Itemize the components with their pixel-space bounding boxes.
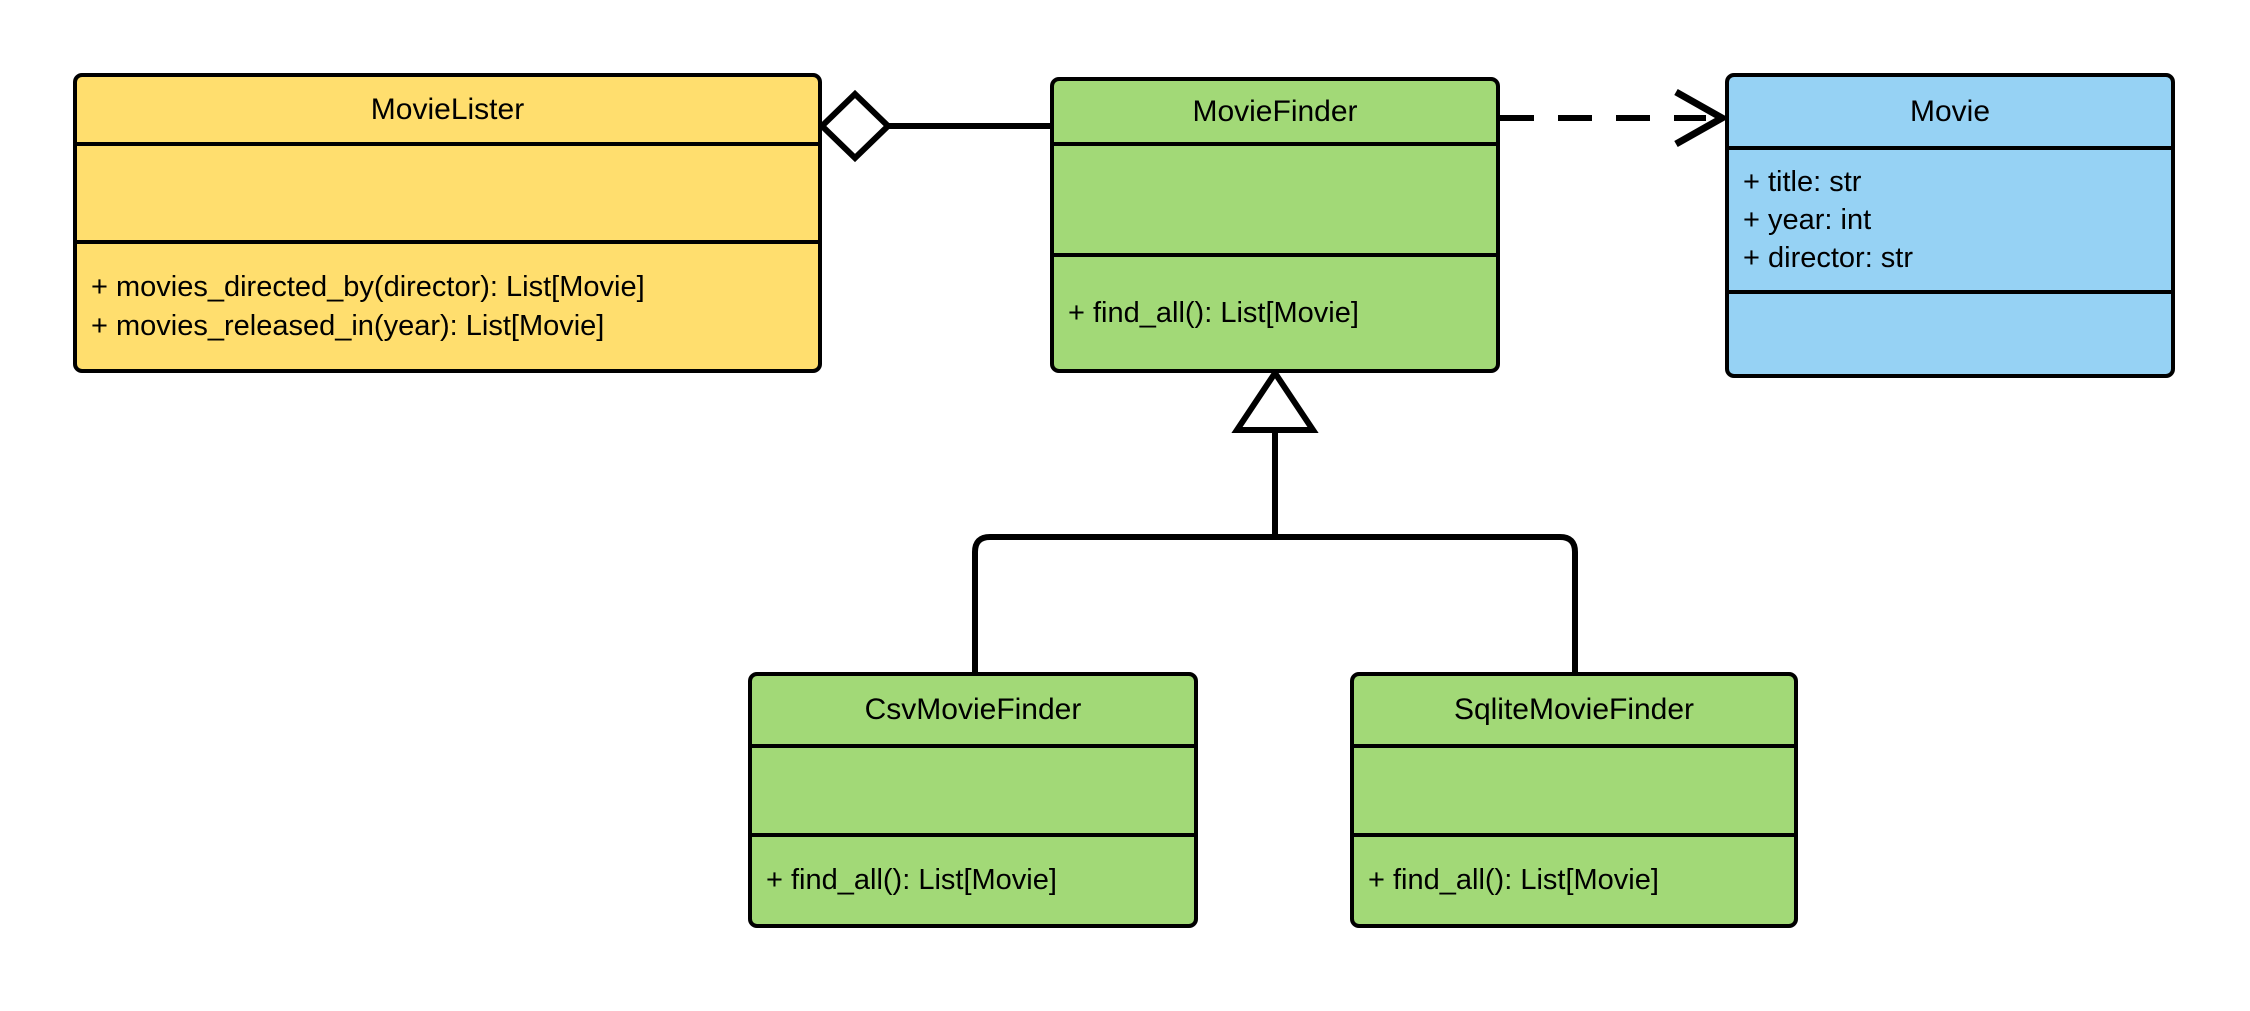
dependency-finder-movie	[1500, 88, 1730, 148]
aggregation-lister-finder	[817, 89, 1050, 163]
class-box-movie[interactable]: Movie + title: str + year: int + directo…	[1725, 73, 2175, 378]
attributes-compartment: + title: str + year: int + director: str	[1729, 146, 2171, 290]
methods-compartment: + find_all(): List[Movie]	[1354, 833, 1794, 924]
method-item: + find_all(): List[Movie]	[766, 864, 1057, 897]
class-name-compartment: MovieLister	[77, 77, 818, 142]
attributes-compartment	[1054, 142, 1496, 253]
attributes-compartment	[77, 142, 818, 240]
class-name-compartment: CsvMovieFinder	[752, 676, 1194, 744]
class-name-compartment: SqliteMovieFinder	[1354, 676, 1794, 744]
methods-compartment: + find_all(): List[Movie]	[752, 833, 1194, 924]
attribute-item: + director: str	[1743, 242, 1914, 275]
methods-compartment: + movies_directed_by(director): List[Mov…	[77, 240, 818, 369]
method-item: + find_all(): List[Movie]	[1068, 296, 1359, 329]
class-name-label: Movie	[1909, 94, 1991, 128]
method-item: + find_all(): List[Movie]	[1368, 864, 1659, 897]
attribute-item: + title: str	[1743, 165, 1862, 198]
class-name-label: CsvMovieFinder	[864, 693, 1082, 727]
class-box-movie-lister[interactable]: MovieLister + movies_directed_by(directo…	[73, 73, 822, 373]
attribute-item: + year: int	[1743, 203, 1872, 236]
class-box-csv-movie-finder[interactable]: CsvMovieFinder + find_all(): List[Movie]	[748, 672, 1198, 928]
class-name-label: MovieLister	[370, 92, 525, 126]
hollow-triangle-icon	[1231, 367, 1319, 433]
hollow-diamond-icon	[817, 89, 893, 163]
class-name-compartment: Movie	[1729, 77, 2171, 146]
generalization-tree	[972, 367, 1578, 672]
method-item: + movies_released_in(year): List[Movie]	[91, 309, 605, 342]
attributes-compartment	[752, 744, 1194, 833]
methods-compartment: + find_all(): List[Movie]	[1054, 253, 1496, 369]
method-item: + movies_directed_by(director): List[Mov…	[91, 271, 645, 304]
class-name-label: MovieFinder	[1192, 94, 1358, 128]
attributes-compartment	[1354, 744, 1794, 833]
methods-compartment	[1729, 290, 2171, 374]
class-box-sqlite-movie-finder[interactable]: SqliteMovieFinder + find_all(): List[Mov…	[1350, 672, 1798, 928]
class-name-label: SqliteMovieFinder	[1453, 693, 1695, 727]
generalization-branches	[972, 534, 1578, 672]
open-arrow-icon	[1674, 88, 1730, 148]
class-box-movie-finder[interactable]: MovieFinder + find_all(): List[Movie]	[1050, 77, 1500, 373]
class-name-compartment: MovieFinder	[1054, 81, 1496, 142]
